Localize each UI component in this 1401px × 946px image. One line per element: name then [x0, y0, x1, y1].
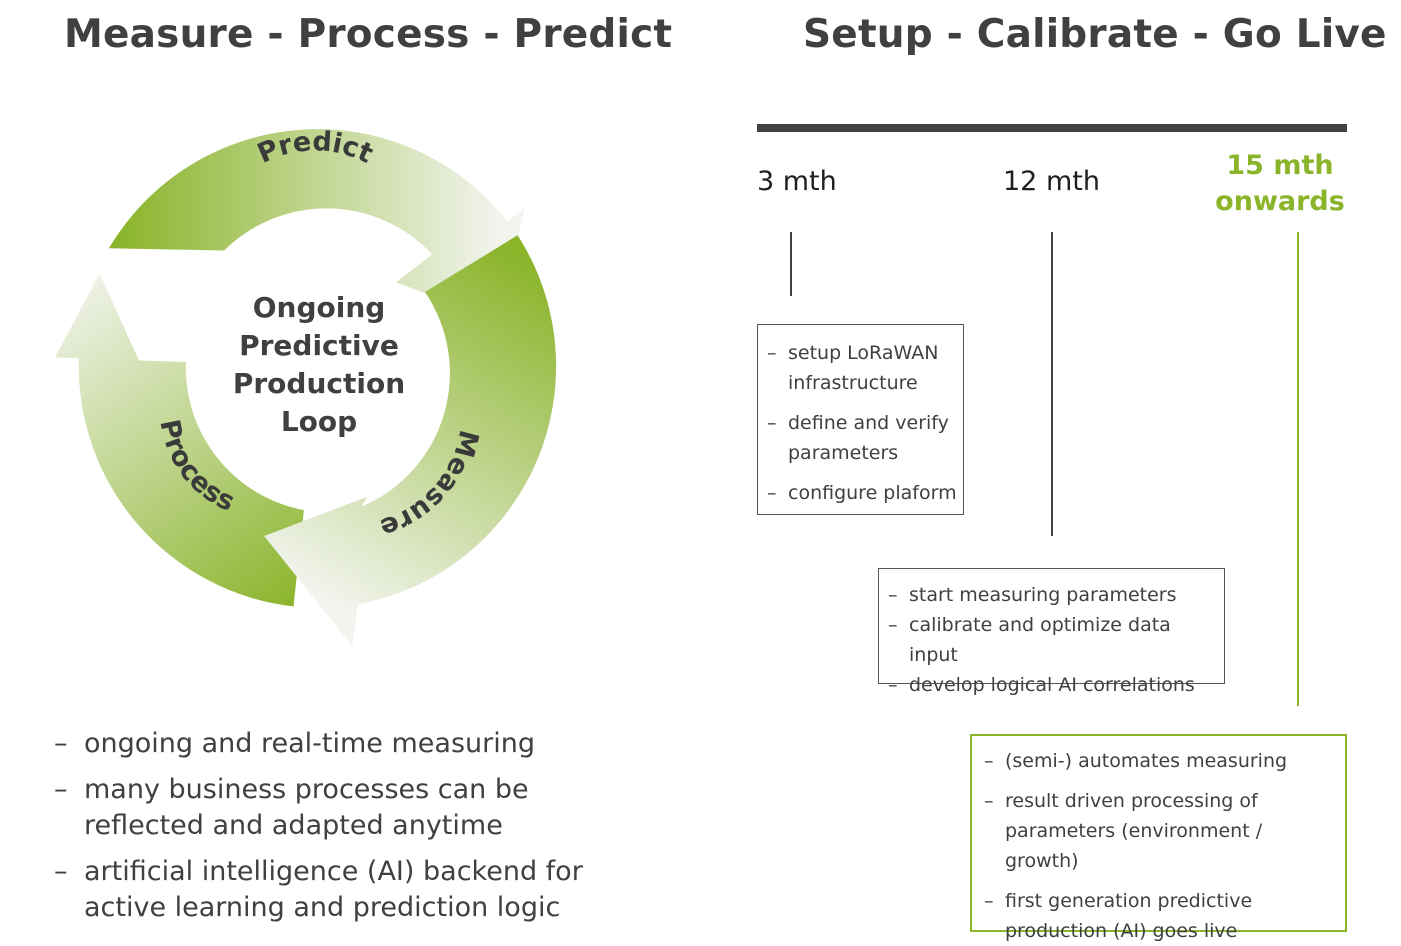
list-item: artificial intelligence (AI) backend for…	[54, 854, 634, 926]
milestone-15-line-1: 15 mth	[1226, 150, 1334, 181]
center-text-line-3: Production	[233, 367, 405, 400]
milestone-15-months-onwards: 15 mth onwards	[1210, 148, 1350, 220]
list-item: ongoing and real-time measuring	[54, 726, 634, 762]
center-text-line-4: Loop	[281, 405, 357, 438]
predict-arrow	[108, 129, 525, 322]
timeline-bar	[757, 124, 1347, 132]
list-item: result driven processing of parameters (…	[984, 786, 1339, 876]
cycle-benefits-list: ongoing and real-time measuring many bus…	[54, 726, 634, 936]
milestone-12-months: 12 mth	[1003, 166, 1100, 197]
milestone-12-connector	[1051, 232, 1053, 536]
list-item: setup LoRaWAN infrastructure	[767, 338, 957, 398]
calibrate-phase-box: start measuring parameters calibrate and…	[878, 568, 1225, 700]
list-item: first generation predictive production (…	[984, 886, 1339, 946]
list-item: configure plaform	[767, 478, 957, 508]
list-item: develop logical AI correlations	[888, 670, 1218, 700]
list-item: many business processes can be reflected…	[54, 772, 634, 844]
process-arrow	[54, 273, 304, 607]
center-text-line-2: Predictive	[239, 329, 399, 362]
list-item: define and verify parameters	[767, 408, 957, 468]
milestone-3-connector	[790, 232, 792, 296]
milestone-3-months: 3 mth	[757, 166, 837, 197]
list-item: calibrate and optimize data input	[888, 610, 1218, 670]
setup-phase-box: setup LoRaWAN infrastructure define and …	[757, 324, 964, 515]
list-item: (semi-) automates measuring	[984, 746, 1339, 776]
timeline-title: Setup - Calibrate - Go Live	[803, 12, 1387, 57]
center-text-line-1: Ongoing	[253, 291, 386, 324]
measure-arrow	[264, 235, 557, 646]
cycle-title: Measure - Process - Predict	[64, 12, 673, 57]
go-live-phase-box: (semi-) automates measuring result drive…	[970, 734, 1347, 942]
milestone-15-connector	[1297, 232, 1299, 706]
predictive-loop-cycle-diagram: Predict Measure Process Ongoing Predicti…	[54, 126, 557, 646]
list-item: start measuring parameters	[888, 580, 1218, 610]
milestone-15-line-2: onwards	[1215, 186, 1345, 217]
